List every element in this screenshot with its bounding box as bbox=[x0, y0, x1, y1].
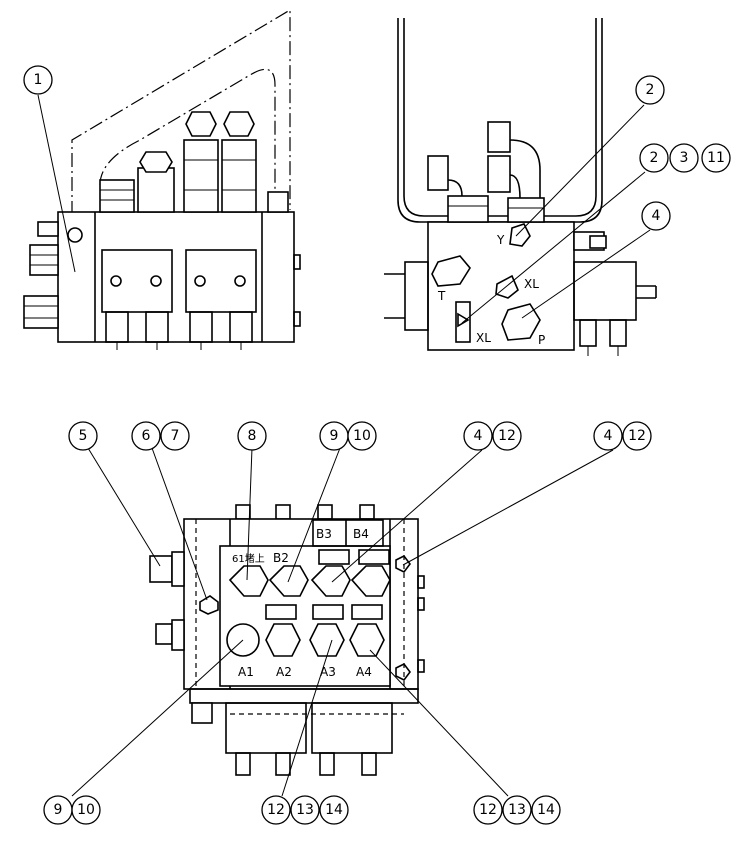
label-a3: A3 bbox=[320, 665, 336, 679]
svg-text:12: 12 bbox=[628, 428, 646, 444]
callout-5: 5 bbox=[68, 421, 98, 451]
callout-12-13-14-a: 12 13 14 bbox=[261, 795, 349, 825]
callout-8: 8 bbox=[237, 421, 267, 451]
svg-text:9: 9 bbox=[330, 428, 339, 444]
callout-2: 2 bbox=[635, 75, 665, 105]
label-note: 61堵上 bbox=[232, 552, 265, 565]
callout-2-3-11: 2 3 11 bbox=[639, 143, 731, 173]
callout-4-12-b: 4 12 bbox=[593, 421, 652, 451]
svg-text:1: 1 bbox=[34, 72, 43, 88]
svg-text:4: 4 bbox=[474, 428, 483, 444]
svg-text:10: 10 bbox=[353, 428, 371, 444]
svg-text:4: 4 bbox=[652, 208, 661, 224]
leader-lines bbox=[37, 94, 651, 797]
svg-text:10: 10 bbox=[77, 802, 95, 818]
svg-text:2: 2 bbox=[646, 82, 655, 98]
label-b3: B3 bbox=[316, 527, 332, 541]
end-view-right bbox=[384, 18, 657, 356]
callout-4-12-a: 4 12 bbox=[463, 421, 522, 451]
callout-1: 1 bbox=[23, 65, 53, 95]
svg-text:14: 14 bbox=[325, 802, 343, 818]
svg-text:14: 14 bbox=[537, 802, 555, 818]
svg-text:4: 4 bbox=[604, 428, 613, 444]
svg-text:5: 5 bbox=[79, 428, 88, 444]
callout-9-10-top: 9 10 bbox=[319, 421, 377, 451]
svg-text:6: 6 bbox=[142, 428, 151, 444]
label-xl-lower: XL bbox=[476, 331, 491, 345]
label-t: T bbox=[437, 289, 446, 303]
svg-text:9: 9 bbox=[54, 802, 63, 818]
svg-text:13: 13 bbox=[508, 802, 526, 818]
callout-12-13-14-b: 12 13 14 bbox=[473, 795, 561, 825]
label-y: Y bbox=[496, 233, 505, 247]
svg-text:12: 12 bbox=[267, 802, 285, 818]
callout-9-10-bottom: 9 10 bbox=[43, 795, 101, 825]
svg-text:13: 13 bbox=[296, 802, 314, 818]
port-labels: T Y XL XL P 61堵上 B2 B3 B4 A1 A2 A3 A4 bbox=[232, 233, 545, 679]
svg-text:2: 2 bbox=[650, 150, 659, 166]
label-a2: A2 bbox=[276, 665, 292, 679]
svg-text:8: 8 bbox=[248, 428, 257, 444]
label-b2: B2 bbox=[273, 551, 289, 565]
label-b4: B4 bbox=[353, 527, 369, 541]
callout-4-top: 4 bbox=[641, 201, 671, 231]
label-p: P bbox=[538, 333, 545, 347]
front-view-bottom bbox=[149, 504, 425, 776]
svg-text:7: 7 bbox=[171, 428, 180, 444]
svg-text:11: 11 bbox=[707, 150, 725, 166]
svg-text:3: 3 bbox=[680, 150, 689, 166]
svg-text:12: 12 bbox=[479, 802, 497, 818]
svg-text:12: 12 bbox=[498, 428, 516, 444]
label-a1: A1 bbox=[238, 665, 254, 679]
label-a4: A4 bbox=[356, 665, 372, 679]
side-view-left bbox=[23, 8, 301, 350]
callout-6-7: 6 7 bbox=[131, 421, 190, 451]
label-xl-upper: XL bbox=[524, 277, 539, 291]
